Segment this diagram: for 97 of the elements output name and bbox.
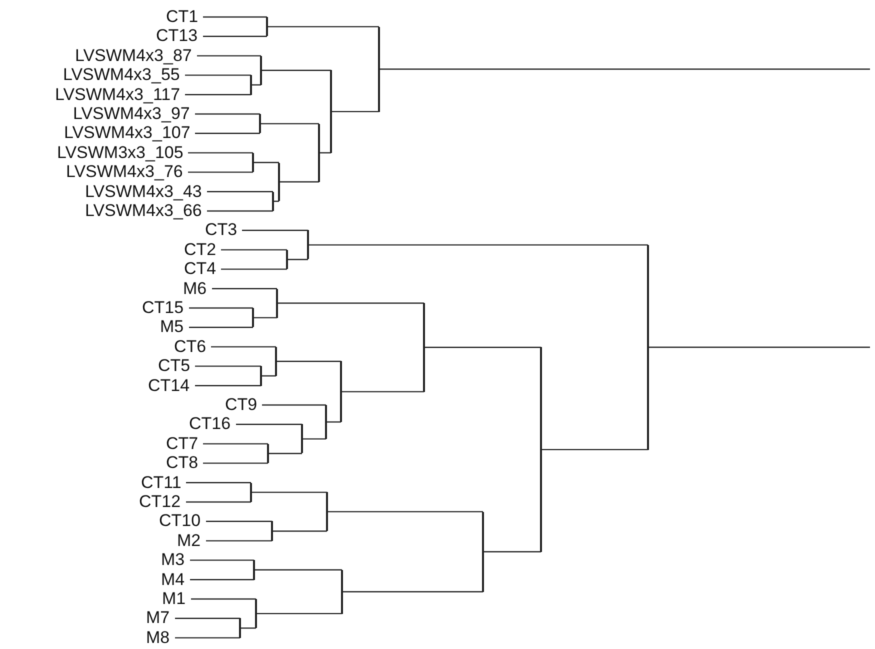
leaf-label: M2	[177, 532, 206, 550]
dendrogram-branch	[185, 94, 251, 96]
dendrogram-branch	[190, 560, 254, 561]
dendrogram-branch	[206, 540, 272, 542]
dendrogram-branch	[267, 26, 379, 28]
leaf-label: CT15	[142, 299, 189, 317]
leaf-label: CT3	[205, 221, 242, 240]
dendrogram-branch	[188, 152, 253, 154]
dendrogram-branch	[261, 375, 276, 376]
leaf-label: CT9	[225, 396, 262, 414]
leaf-label: CT7	[166, 434, 204, 453]
dendrogram-branch	[175, 637, 240, 638]
dendrogram-branch	[261, 70, 331, 71]
leaf-label: M4	[161, 570, 190, 589]
leaf-label: LVSWM4x3_66	[85, 202, 207, 220]
dendrogram-branch	[254, 569, 342, 570]
dendrogram-branch	[211, 346, 276, 348]
dendrogram-branch	[326, 421, 341, 423]
dendrogram-branch	[251, 492, 327, 493]
dendrogram-branch	[287, 258, 308, 260]
leaf-label: LVSWM4x3_43	[85, 182, 207, 201]
dendrogram-branch	[424, 346, 541, 348]
dendrogram-branch	[191, 598, 256, 600]
leaf-label: CT2	[184, 240, 222, 259]
dendrogram-branch	[262, 404, 326, 406]
leaf-label: CT16	[189, 415, 236, 434]
dendrogram-branch	[341, 391, 424, 392]
leaf-label: LVSWM4x3_87	[75, 46, 197, 65]
dendrogram-branch	[195, 132, 260, 134]
leaf-label: LVSWM4x3_76	[66, 163, 188, 182]
dendrogram-branch	[212, 288, 277, 290]
dendrogram-branch	[195, 113, 260, 115]
dendrogram-branch	[302, 438, 326, 440]
leaf-label: M1	[162, 590, 191, 608]
dendrogram-branch	[342, 591, 483, 592]
leaf-label: M5	[160, 318, 189, 336]
dendrogram-branch	[188, 172, 253, 173]
leaf-label: LVSWM4x3_117	[55, 86, 186, 104]
dendrogram-branch	[483, 551, 541, 552]
leaf-label: M6	[183, 280, 212, 298]
leaf-label: CT12	[139, 493, 186, 511]
dendrogram-branch	[221, 249, 287, 250]
dendrogram-branch	[541, 448, 648, 450]
dendrogram-branch	[272, 530, 327, 532]
dendrogram-branch	[327, 511, 483, 512]
dendrogram-branch	[190, 579, 254, 580]
dendrogram-branch	[195, 366, 261, 367]
leaf-label: CT4	[184, 260, 222, 278]
dendrogram-branch	[206, 520, 272, 522]
leaf-label: CT14	[148, 376, 195, 395]
leaf-label: LVSWM4x3_55	[63, 66, 185, 84]
dendrogram-branch	[197, 55, 261, 56]
leaf-label: LVSWM4x3_97	[73, 105, 195, 123]
dendrogram-branch	[203, 443, 268, 444]
dendrogram-branch	[203, 36, 267, 37]
dendrogram-branch	[195, 385, 261, 386]
dendrogram-branch	[379, 68, 870, 70]
dendrogram-branch	[253, 317, 277, 318]
leaf-label: LVSWM4x3_107	[64, 124, 196, 142]
leaf-label: M8	[146, 628, 175, 647]
dendrogram-branch	[207, 210, 273, 212]
dendrogram-branch	[253, 162, 279, 164]
dendrogram-branch	[203, 16, 267, 18]
dendrogram-branch	[242, 230, 308, 231]
leaf-label: CT13	[156, 27, 203, 46]
dendrogram-branch	[260, 123, 319, 124]
leaf-label: M3	[161, 551, 190, 570]
leaf-label: CT6	[174, 338, 212, 356]
leaf-label: CT8	[166, 454, 204, 472]
leaf-label: CT5	[158, 357, 196, 376]
dendrogram-branch	[251, 84, 261, 86]
dendrogram-branch	[175, 618, 240, 619]
dendrogram-branch	[273, 200, 279, 202]
dendrogram-branch	[319, 152, 331, 154]
dendrogram-branch	[221, 268, 287, 270]
dendrogram-branch	[331, 110, 379, 112]
dendrogram-branch	[185, 74, 251, 76]
dendrogram-branch	[648, 346, 870, 348]
leaf-label: CT10	[159, 512, 206, 530]
dendrogram-branch	[240, 628, 256, 629]
dendrogram-branch	[186, 501, 251, 503]
dendrogram-branch	[189, 307, 253, 309]
dendrogram-branch	[207, 191, 273, 192]
dendrogram-branch	[277, 302, 424, 304]
dendrogram-branch	[203, 462, 268, 464]
dendrogram-branch	[236, 424, 302, 425]
dendrogram-branch	[256, 612, 342, 614]
leaf-label: LVSWM3x3_105	[57, 144, 188, 162]
leaf-label: CT1	[166, 8, 204, 26]
dendrogram-branch	[276, 360, 341, 362]
leaf-label: M7	[146, 609, 175, 628]
dendrogram-branch	[186, 482, 251, 484]
dendrogram-branch	[279, 181, 319, 182]
dendrogram-branch	[308, 244, 648, 246]
dendrogram-branch	[189, 326, 253, 328]
leaf-label: CT11	[141, 474, 186, 492]
dendrogram-branch	[268, 452, 302, 454]
